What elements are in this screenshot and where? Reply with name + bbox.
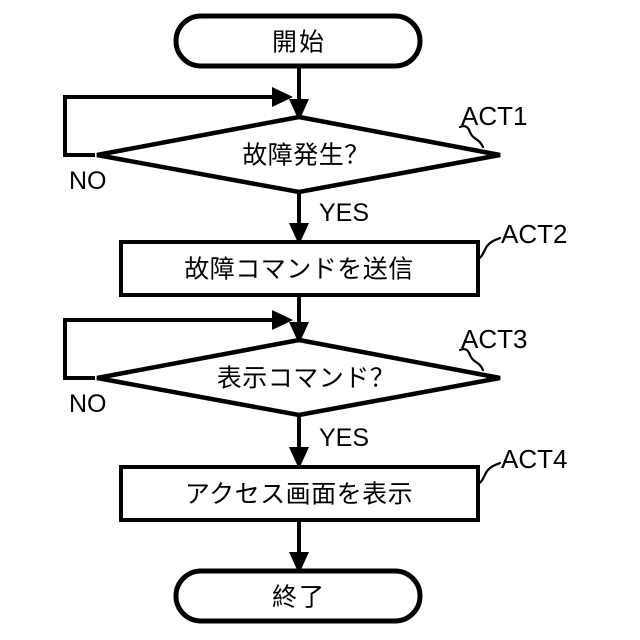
act2-tag: ACT2 bbox=[501, 219, 567, 249]
arrowhead-down-icon bbox=[289, 99, 309, 121]
node-end[interactable]: 終了 bbox=[173, 568, 423, 624]
edge-act2-to-act3 bbox=[289, 295, 309, 344]
node-act3-label: 表示コマンド？ bbox=[217, 364, 396, 393]
node-act2[interactable]: 故障コマンドを送信 bbox=[119, 240, 480, 297]
arrowhead-down-icon bbox=[289, 447, 309, 469]
edge-act1-no-loop bbox=[63, 87, 293, 157]
node-act4[interactable]: アクセス画面を表示 bbox=[119, 465, 480, 522]
terminator-shape bbox=[173, 13, 423, 69]
act1-tag: ACT1 bbox=[461, 101, 527, 131]
arrowhead-down-icon bbox=[289, 322, 309, 344]
node-act3[interactable]: 表示コマンド？ bbox=[96, 337, 501, 418]
act4-tag: ACT4 bbox=[501, 444, 567, 474]
leader-line bbox=[458, 124, 485, 149]
leader-line bbox=[476, 461, 502, 486]
node-start-label: 開始 bbox=[272, 28, 326, 57]
arrowhead-right-icon bbox=[272, 87, 293, 107]
decision-shape bbox=[96, 337, 501, 418]
node-act2-label: 故障コマンドを送信 bbox=[184, 255, 414, 284]
edge-start-to-act1 bbox=[289, 65, 309, 121]
leader-line bbox=[476, 236, 502, 261]
connector-line bbox=[63, 95, 283, 157]
act4-leader bbox=[476, 461, 502, 486]
edge-act3-no-loop bbox=[63, 310, 293, 380]
arrowhead-down-icon bbox=[289, 552, 309, 574]
process-shape bbox=[119, 240, 480, 297]
node-act1-label: 故障発生？ bbox=[242, 141, 370, 170]
node-start[interactable]: 開始 bbox=[173, 13, 423, 69]
connector-line bbox=[63, 318, 283, 380]
arrowhead-right-icon bbox=[272, 310, 293, 330]
act1-leader bbox=[458, 124, 485, 149]
edge-label-no-1: NO bbox=[69, 167, 107, 195]
node-act1[interactable]: 故障発生？ bbox=[96, 114, 501, 195]
act3-tag: ACT3 bbox=[461, 324, 527, 354]
terminator-shape bbox=[173, 568, 423, 624]
edge-act1-to-act2 bbox=[289, 192, 309, 245]
edge-label-yes-2: YES bbox=[319, 424, 369, 452]
edge-label-yes-1: YES bbox=[319, 199, 369, 227]
node-act4-label: アクセス画面を表示 bbox=[185, 480, 413, 509]
act3-leader bbox=[458, 347, 485, 372]
node-end-label: 終了 bbox=[272, 583, 326, 612]
arrowhead-down-icon bbox=[289, 223, 309, 245]
edge-label-no-2: NO bbox=[69, 390, 107, 418]
edge-act4-to-end bbox=[289, 520, 309, 574]
process-shape bbox=[119, 465, 480, 522]
decision-shape bbox=[96, 114, 501, 195]
act2-leader bbox=[476, 236, 502, 261]
edge-act3-to-act4 bbox=[289, 415, 309, 469]
leader-line bbox=[458, 347, 485, 372]
